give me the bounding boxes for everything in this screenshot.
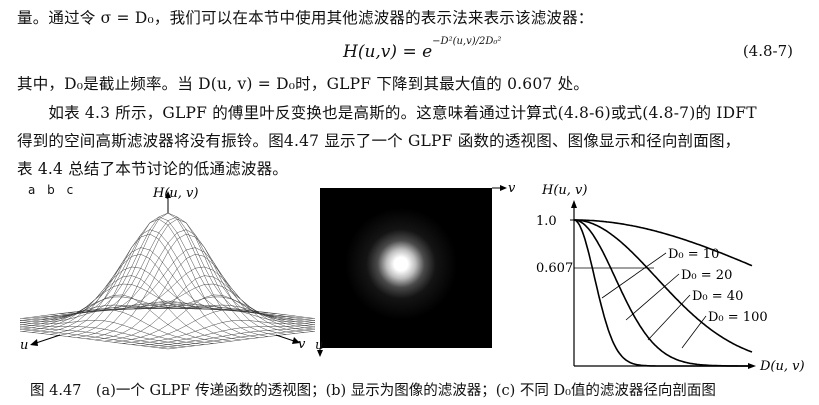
tick-label-1-0: 1.0 [536,214,557,229]
curve-pointer-4 [681,315,707,349]
filter-image-glow [345,208,457,320]
z-axis-label: H(u, v) [152,186,198,201]
equation-4-8-7: H(u,v) = e−D²(u,v)/2D₀² [343,36,501,62]
curve-label-d0-40: D₀ = 40 [692,289,743,304]
figure-caption: 图 4.47 (a)一个 GLPF 传递函数的透视图；(b) 显示为图像的滤波器… [30,383,716,399]
curve-pointer-2 [625,273,680,321]
equation-exponent: −D²(u,v)/2D₀² [432,36,502,48]
curve-label-d0-10: D₀ = 10 [668,247,719,262]
curve-pointer-1 [601,252,667,299]
text-line-4: 得到的空间高斯滤波器将没有振铃。图4.47 显示了一个 GLPF 函数的透视图、… [17,132,741,150]
mesh-wireframe [20,212,315,350]
panel-c-radial-profiles: H(u, v) D(u, v) 1.0 0.607 D₀ = 10 D₀ = 2… [536,183,805,374]
profile-y-label: H(u, v) [541,183,587,198]
v-axis-label: v [298,337,306,352]
gaussian-mesh [20,212,315,350]
panel-a-perspective-plot: H(u, v) u v [20,186,315,353]
text-line-1: 量。通过令 σ = D₀，我们可以在本节中使用其他滤波器的表示法来表示该滤波器： [17,9,594,27]
v-axis [275,334,295,342]
text-line-2: 其中，D₀是截止频率。当 D(u, v) = D₀时，GLPF 下降到其最大值的… [17,75,589,93]
panel-b-filter-image: v [317,181,515,357]
image-u-axis-label: u [315,338,324,353]
z-axis-arrow [165,191,171,198]
profile-y-axis-arrow [571,200,577,208]
v-axis-arrow [292,337,300,344]
equation-base: H(u,v) = e [343,42,433,62]
equation-number: (4.8-7) [742,42,793,60]
profile-x-label: D(u, v) [759,359,805,374]
text-line-5: 表 4.4 总结了本节讨论的低通滤波器。 [17,160,289,178]
profile-curve-4 [574,219,753,267]
profile-curves [573,219,753,367]
curve-label-d0-20: D₀ = 20 [681,268,732,283]
u-axis-arrow [30,339,38,346]
profile-curve-2 [573,219,752,367]
curve-pointers [601,252,707,349]
u-axis [35,334,61,344]
image-u-axis-arrow [317,350,323,357]
tick-label-0-607: 0.607 [536,261,573,276]
curve-pointer-3 [647,294,691,341]
curve-label-d0-100: D₀ = 100 [708,310,768,325]
equation-block: H(u,v) = e−D²(u,v)/2D₀² (4.8-7) [0,36,819,66]
image-v-axis-arrow [500,185,507,191]
text-line-3: 如表 4.3 所示，GLPF 的傅里叶反变换也是高斯的。这意味着通过计算式(4.… [17,104,757,122]
image-v-axis-label: v [508,181,515,196]
profile-curve-3 [574,219,753,353]
panel-letters: a b c [28,183,78,197]
u-axis-label: u [20,338,28,353]
